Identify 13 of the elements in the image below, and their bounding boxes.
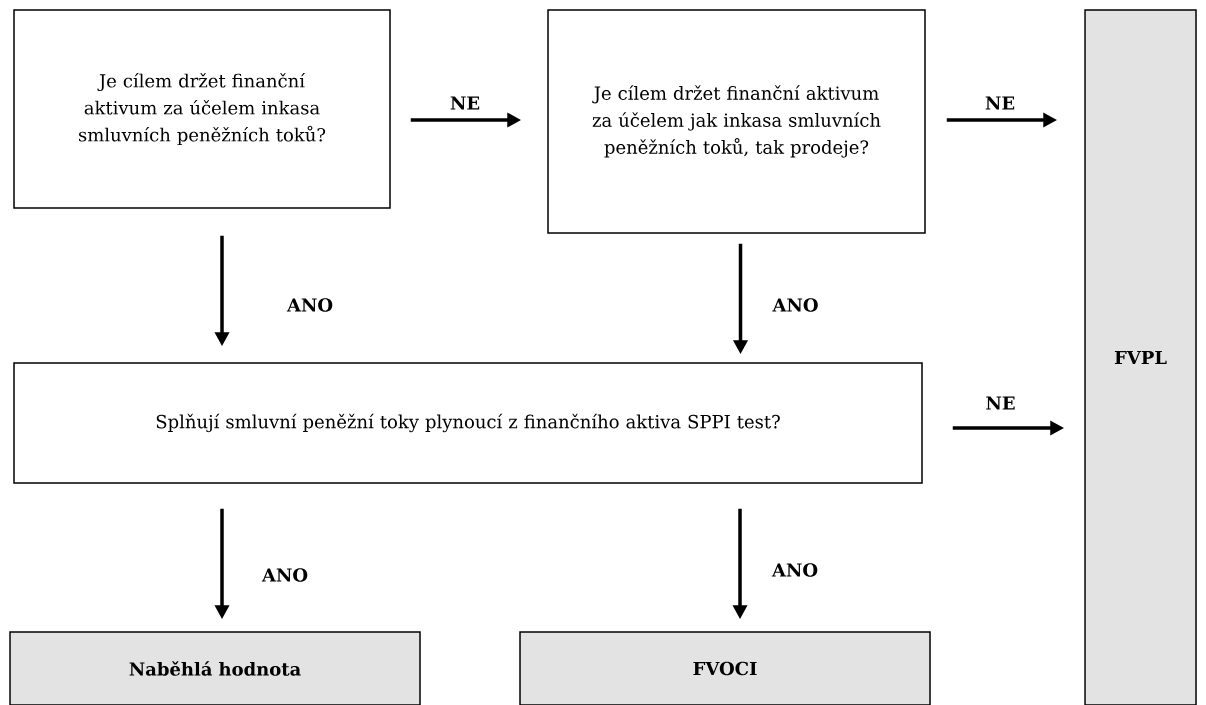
edge-label: NE	[450, 96, 480, 110]
edge-label: NE	[985, 96, 1015, 110]
edge-label: ANO	[286, 298, 333, 312]
result-box: FVOCI	[519, 631, 931, 705]
edge-label: NE	[986, 396, 1015, 410]
question-box: Je cílem držet finanční aktivum za účelem inkasa smluvních peněžních toků?	[13, 9, 391, 209]
question-box: Je cílem držet finanční aktivum za účelem jak inkasa smluvních peněžních toků, tak prodeje?	[547, 9, 926, 234]
question-box: Splňují smluvní peněžní toky plynoucí z finančního aktiva SPPI test?	[13, 362, 923, 484]
edge-label: ANO	[261, 568, 308, 582]
edge-label: ANO	[771, 563, 818, 577]
result-box: FVPL	[1084, 9, 1197, 705]
edge-label: ANO	[772, 298, 818, 312]
result-box: Naběhlá hodnota	[9, 631, 421, 705]
